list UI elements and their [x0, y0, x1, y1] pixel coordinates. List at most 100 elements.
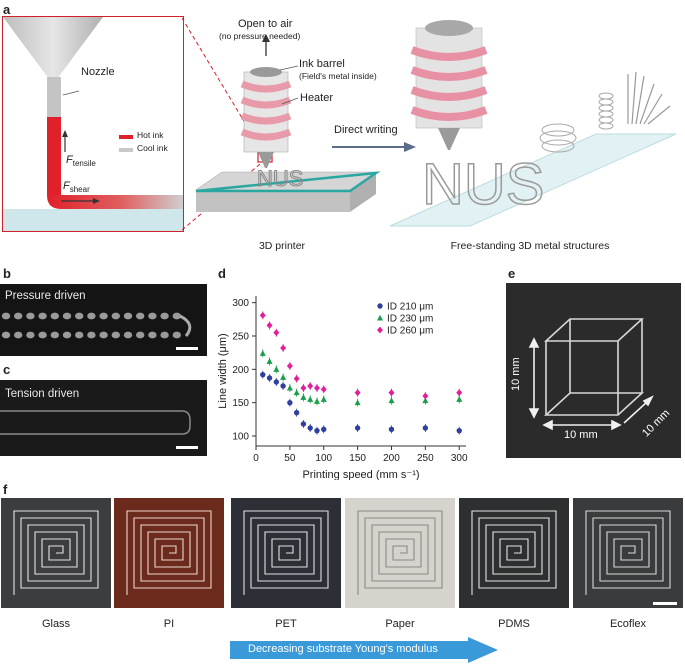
hot-ink-legend: Hot ink [137, 130, 164, 140]
tensile-arrowhead [62, 130, 68, 137]
spiral-pattern [585, 510, 677, 605]
y-axis-label: Line width (μm) [217, 333, 229, 408]
open-to-air-label: Open to air [238, 18, 293, 30]
legend-entry: ID 210 μm [377, 302, 433, 313]
droplet [160, 331, 169, 339]
substrate-label: PI [163, 618, 175, 630]
cube-edges [543, 318, 645, 416]
dimension-arrows [528, 337, 654, 431]
droplet [136, 331, 145, 339]
scale-bar-c [176, 446, 198, 449]
droplet [87, 331, 96, 339]
heater-label: Heater [300, 92, 334, 104]
data-point [456, 427, 462, 434]
structure-substrate [389, 133, 677, 227]
x-tick-label: 250 [417, 453, 434, 464]
substrate-label: Paper [385, 618, 415, 630]
data-point [388, 397, 395, 404]
droplet [160, 312, 169, 320]
data-point [287, 399, 293, 406]
x-tick-label: 50 [284, 453, 296, 464]
spiral-pattern [13, 510, 99, 595]
spiral-line [13, 510, 99, 595]
printer-drawing: NUS [182, 17, 381, 231]
droplet [172, 331, 181, 339]
spiral-line [585, 510, 671, 595]
spiral-pattern [126, 510, 212, 595]
structures-caption: Free-standing 3D metal structures [450, 240, 610, 252]
hot-ink-swatch [119, 135, 133, 139]
helix-structures [539, 92, 614, 153]
open-air-arrowhead [262, 34, 270, 42]
print-stage-side [350, 172, 376, 212]
cube-height-label: 10 mm [510, 357, 522, 391]
hot-ink-column [47, 117, 61, 195]
y-tick-label: 300 [232, 298, 249, 309]
droplet [75, 312, 84, 320]
spiral-pattern [243, 510, 329, 595]
data-point [456, 389, 463, 397]
droplet [87, 312, 96, 320]
droplet [14, 312, 23, 320]
data-point [280, 383, 286, 389]
panel-e-label: e [508, 266, 516, 281]
panel-b-label: b [3, 266, 11, 281]
droplet-turn [179, 314, 192, 337]
direct-writing-arrow [332, 142, 416, 152]
x-tick-label: 0 [253, 453, 259, 464]
printed-line [47, 195, 183, 209]
substrate-photo-pdms [459, 498, 569, 608]
data-point [320, 385, 327, 393]
f-shear-label: Fshear [63, 180, 90, 195]
substrate-photo-pet [231, 498, 341, 608]
droplet-lines [1, 312, 198, 350]
data-point [354, 399, 361, 406]
f-tensile-label: Ftensile [66, 154, 96, 169]
substrate-photo-pi [114, 498, 224, 608]
x-tick-label: 200 [383, 453, 400, 464]
data-point [293, 375, 300, 383]
barrel-opening [250, 67, 282, 77]
data-point [260, 371, 266, 378]
modulus-arrow-text: Decreasing substrate Young's modulus [248, 643, 438, 655]
ink-barrel-label: Ink barrel [299, 58, 345, 70]
substrate-label: Ecoflex [609, 618, 647, 630]
printed-letters: NUS [257, 166, 303, 191]
heater-coil [240, 80, 292, 141]
data-point [314, 427, 320, 434]
panel-c-label: c [3, 362, 11, 377]
nozzle-tip [47, 77, 61, 117]
droplet [75, 331, 84, 339]
data-point [422, 425, 429, 431]
data-point [456, 396, 463, 402]
droplet [111, 331, 121, 339]
data-point [266, 321, 273, 329]
data-point [354, 425, 361, 431]
droplet [1, 312, 11, 320]
panel-a-label: a [3, 2, 11, 17]
droplet [26, 331, 35, 339]
spiral-pattern [471, 510, 557, 595]
cube-photo: 10 mm 10 mm 10 mm [506, 283, 681, 458]
pressure-driven-photo: Pressure driven [0, 284, 207, 356]
printer-nozzle [258, 152, 274, 168]
y-tick-label: 200 [232, 365, 249, 376]
no-pressure-label: (no pressure needed) [219, 31, 301, 41]
data-point [388, 389, 395, 397]
legend-marker [377, 303, 383, 309]
substrate [3, 209, 183, 231]
data-point [388, 426, 395, 433]
droplet [136, 312, 145, 320]
legend-label: ID 260 μm [387, 326, 433, 337]
droplet [123, 331, 133, 339]
legend-label: ID 210 μm [387, 302, 433, 313]
legend-marker [377, 314, 383, 321]
data-point [293, 389, 300, 396]
printer-caption: 3D printer [258, 240, 306, 252]
substrate-photo-ecoflex [573, 498, 683, 608]
cube-width-label: 10 mm [564, 429, 598, 441]
droplet [38, 312, 47, 320]
droplet [26, 312, 35, 320]
